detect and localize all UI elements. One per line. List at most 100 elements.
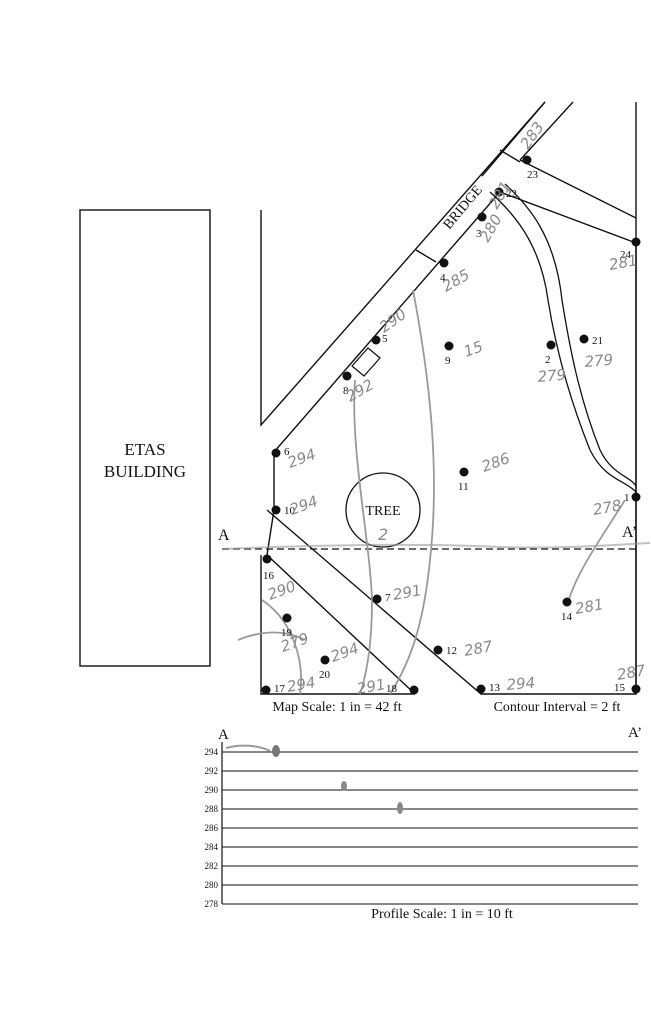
survey-point: 17 — [261, 683, 286, 695]
survey-point-dot — [371, 335, 381, 345]
profile-a-prime-label: A’ — [628, 725, 642, 741]
survey-point-label: 14 — [561, 611, 573, 623]
survey-point: 5 — [371, 333, 388, 345]
survey-point-label: 21 — [592, 335, 603, 347]
survey-point: 20 — [319, 655, 331, 681]
survey-point-dot — [579, 334, 589, 344]
section-a-label: A — [218, 527, 230, 544]
profile-mark — [397, 802, 403, 814]
survey-point-label: 22 — [506, 188, 517, 200]
tree-label: TREE — [366, 504, 401, 519]
survey-point-dot — [262, 554, 272, 564]
handwritten-elevation: 294 — [287, 492, 320, 519]
survey-point-dot — [409, 685, 419, 695]
survey-point-label: 23 — [527, 169, 539, 181]
survey-point: 15 — [614, 682, 641, 694]
survey-point-label: 18 — [386, 683, 398, 695]
survey-point-label: 6 — [284, 446, 290, 458]
survey-point: 2 — [545, 340, 556, 366]
bridge-label: BRIDGE — [441, 183, 486, 233]
survey-point: 21 — [579, 334, 603, 347]
contour-interval-label: Contour Interval = 2 ft — [494, 700, 621, 715]
survey-point-dot — [271, 505, 281, 515]
survey-point-dot — [546, 340, 556, 350]
survey-point-dot — [631, 237, 641, 247]
handwritten-elevation: 286 — [479, 449, 512, 476]
survey-point-label: 2 — [545, 354, 551, 366]
survey-point-label: 16 — [263, 570, 275, 582]
handwritten-elevation: 291 — [392, 581, 423, 604]
handwritten-elevation: 290 — [376, 305, 410, 336]
survey-point-label: 24 — [620, 249, 632, 261]
profile-tick-label: 286 — [205, 823, 219, 833]
survey-point: 9 — [444, 341, 454, 367]
creek-channel — [489, 183, 637, 493]
handwritten-elevation: 279 — [537, 366, 567, 386]
survey-point: 19 — [281, 613, 293, 639]
tree-handwritten-mark: 2 — [378, 525, 388, 544]
survey-point-dot — [444, 341, 454, 351]
handwritten-elevation: 278 — [592, 496, 623, 519]
survey-point-label: 5 — [382, 333, 388, 345]
survey-point-dot — [282, 613, 292, 623]
survey-point-label: 19 — [281, 627, 293, 639]
survey-point: 16 — [262, 554, 275, 582]
handwritten-elevation: 294 — [285, 445, 318, 472]
survey-point: 10 — [271, 505, 296, 517]
profile-tick-label: 294 — [205, 747, 219, 757]
handwritten-elevation: 15 — [461, 337, 485, 360]
survey-point: 23 — [522, 155, 539, 181]
survey-point-label: 3 — [476, 228, 482, 240]
building-label-line-2: BUILDING — [104, 462, 186, 481]
survey-point: 7 — [372, 592, 391, 604]
profile-tick-label: 282 — [205, 861, 219, 871]
profile-mark — [272, 745, 280, 757]
survey-point-label: 11 — [458, 481, 469, 493]
survey-point: 4 — [439, 258, 449, 284]
survey-point-dot — [372, 594, 382, 604]
handwritten-elevation: 285 — [439, 266, 473, 296]
survey-point: 3 — [476, 212, 487, 240]
survey-point-dot — [631, 684, 641, 694]
survey-point-dot — [320, 655, 330, 665]
handwritten-elevation: 287 — [463, 637, 495, 660]
survey-point-dot — [494, 187, 504, 197]
profile-scale-label: Profile Scale: 1 in = 10 ft — [371, 907, 513, 922]
contour-lines — [237, 289, 626, 695]
profile-tick-label: 284 — [205, 842, 219, 852]
handwritten-elevation: 283 — [517, 119, 548, 153]
profile-tick-label: 278 — [205, 899, 219, 909]
site-boundary — [260, 101, 637, 695]
survey-point: 18 — [386, 683, 419, 695]
etas-building: ETAS BUILDING — [79, 209, 211, 667]
building-label-line-1: ETAS — [124, 440, 165, 459]
survey-point-label: 7 — [385, 592, 391, 604]
survey-point: 1 — [624, 492, 641, 504]
survey-point-dot — [476, 684, 486, 694]
survey-point: 12 — [433, 645, 457, 657]
survey-point-label: 10 — [284, 505, 296, 517]
survey-point-dot — [439, 258, 449, 268]
handwritten-elevation: 287 — [616, 661, 648, 684]
survey-point: 6 — [271, 446, 290, 458]
handwritten-elevation: 291 — [356, 675, 387, 698]
profile-mark — [341, 781, 347, 791]
small-structure — [351, 347, 381, 377]
survey-point: 14 — [561, 597, 573, 623]
handwritten-elevation: 294 — [328, 639, 361, 666]
handwritten-elevation: 294 — [506, 674, 536, 694]
survey-point-dot — [631, 492, 641, 502]
handwritten-elevation: 281 — [574, 595, 605, 618]
survey-point: 22 — [494, 187, 517, 200]
map-scale-label: Map Scale: 1 in = 42 ft — [272, 700, 401, 715]
profile-tick-label: 292 — [205, 766, 219, 776]
survey-point-dot — [433, 645, 443, 655]
survey-point-label: 15 — [614, 682, 626, 694]
tree: TREE 2 — [345, 472, 421, 548]
survey-point-label: 8 — [343, 385, 349, 397]
survey-point-dot — [261, 685, 271, 695]
